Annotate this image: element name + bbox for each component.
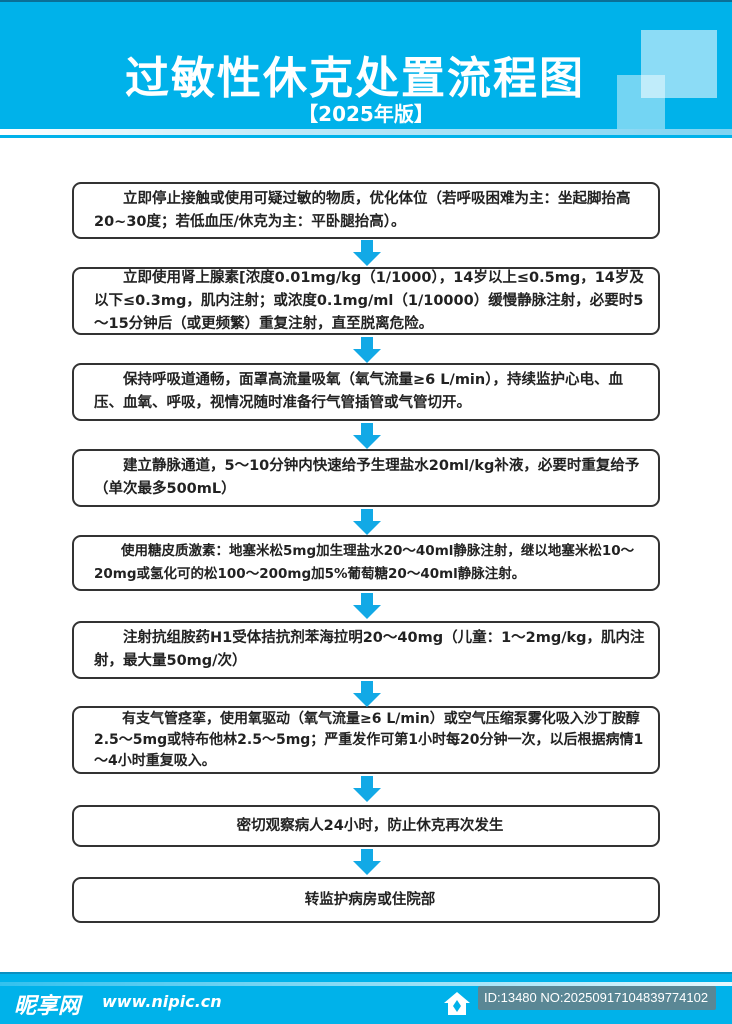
decor-square xyxy=(617,75,665,131)
step-text: 有支气管痉挛，使用氧驱动（氧气流量≥6 L/min）或空气压缩泵雾化吸入沙丁胺醇… xyxy=(94,710,644,769)
step-6: 注射抗组胺药H1受体拮抗剂苯海拉明20～40mg（儿童：1～2mg/kg，肌内注… xyxy=(72,621,660,679)
step-text: 建立静脉通道，5～10分钟内快速给予生理盐水20ml/kg补液，必要时重复给予（… xyxy=(94,458,640,497)
site-logo: 昵享网 xyxy=(14,994,81,1019)
step-1: 立即停止接触或使用可疑过敏的物质，优化体位（若呼吸困难为主：坐起脚抬高20~30… xyxy=(72,182,660,239)
footer-stripe xyxy=(0,982,732,986)
step-5: 使用糖皮质激素：地塞米松5mg加生理盐水20～40ml静脉注射，继以地塞米松10… xyxy=(72,535,660,591)
page-title: 过敏性休克处置流程图 xyxy=(125,53,585,104)
arrow-down-icon xyxy=(352,337,382,363)
arrow-down-icon xyxy=(352,776,382,802)
step-8: 密切观察病人24小时，防止休克再次发生 xyxy=(72,805,660,847)
step-text: 保持呼吸道通畅，面罩高流量吸氧（氧气流量≥6 L/min），持续监护心电、血压、… xyxy=(94,372,623,411)
step-4: 建立静脉通道，5～10分钟内快速给予生理盐水20ml/kg补液，必要时重复给予（… xyxy=(72,449,660,507)
step-3: 保持呼吸道通畅，面罩高流量吸氧（氧气流量≥6 L/min），持续监护心电、血压、… xyxy=(72,363,660,421)
step-text: 立即停止接触或使用可疑过敏的物质，优化体位（若呼吸困难为主：坐起脚抬高20~30… xyxy=(94,190,631,230)
step-text: 立即使用肾上腺素[浓度0.01mg/kg（1/1000），14岁以上≤0.5mg… xyxy=(94,269,644,332)
arrow-down-icon xyxy=(352,240,382,266)
arrow-down-icon xyxy=(352,423,382,449)
step-9: 转监护病房或住院部 xyxy=(72,877,660,923)
house-icon xyxy=(444,992,470,1015)
decor-square xyxy=(641,30,717,98)
page-subtitle: 【2025年版】 xyxy=(298,102,434,126)
image-id: ID:13480 NO:20250917104839774102 xyxy=(478,986,716,1010)
site-url: www.nipic.cn xyxy=(102,992,222,1011)
step-7: 有支气管痉挛，使用氧驱动（氧气流量≥6 L/min）或空气压缩泵雾化吸入沙丁胺醇… xyxy=(72,706,660,774)
header-banner: 过敏性休克处置流程图 【2025年版】 xyxy=(0,0,732,138)
step-text: 密切观察病人24小时，防止休克再次发生 xyxy=(236,817,504,834)
arrow-down-icon xyxy=(352,509,382,535)
arrow-down-icon xyxy=(352,849,382,875)
header-stripe xyxy=(0,129,732,135)
footer-banner: 昵享网 www.nipic.cn ID:13480 NO:20250917104… xyxy=(0,972,732,1024)
step-text: 使用糖皮质激素：地塞米松5mg加生理盐水20～40ml静脉注射，继以地塞米松10… xyxy=(94,543,635,582)
arrow-down-icon xyxy=(352,681,382,707)
step-text: 转监护病房或住院部 xyxy=(304,891,436,908)
arrow-down-icon xyxy=(352,593,382,619)
step-2: 立即使用肾上腺素[浓度0.01mg/kg（1/1000），14岁以上≤0.5mg… xyxy=(72,267,660,335)
step-text: 注射抗组胺药H1受体拮抗剂苯海拉明20～40mg（儿童：1～2mg/kg，肌内注… xyxy=(94,630,645,669)
